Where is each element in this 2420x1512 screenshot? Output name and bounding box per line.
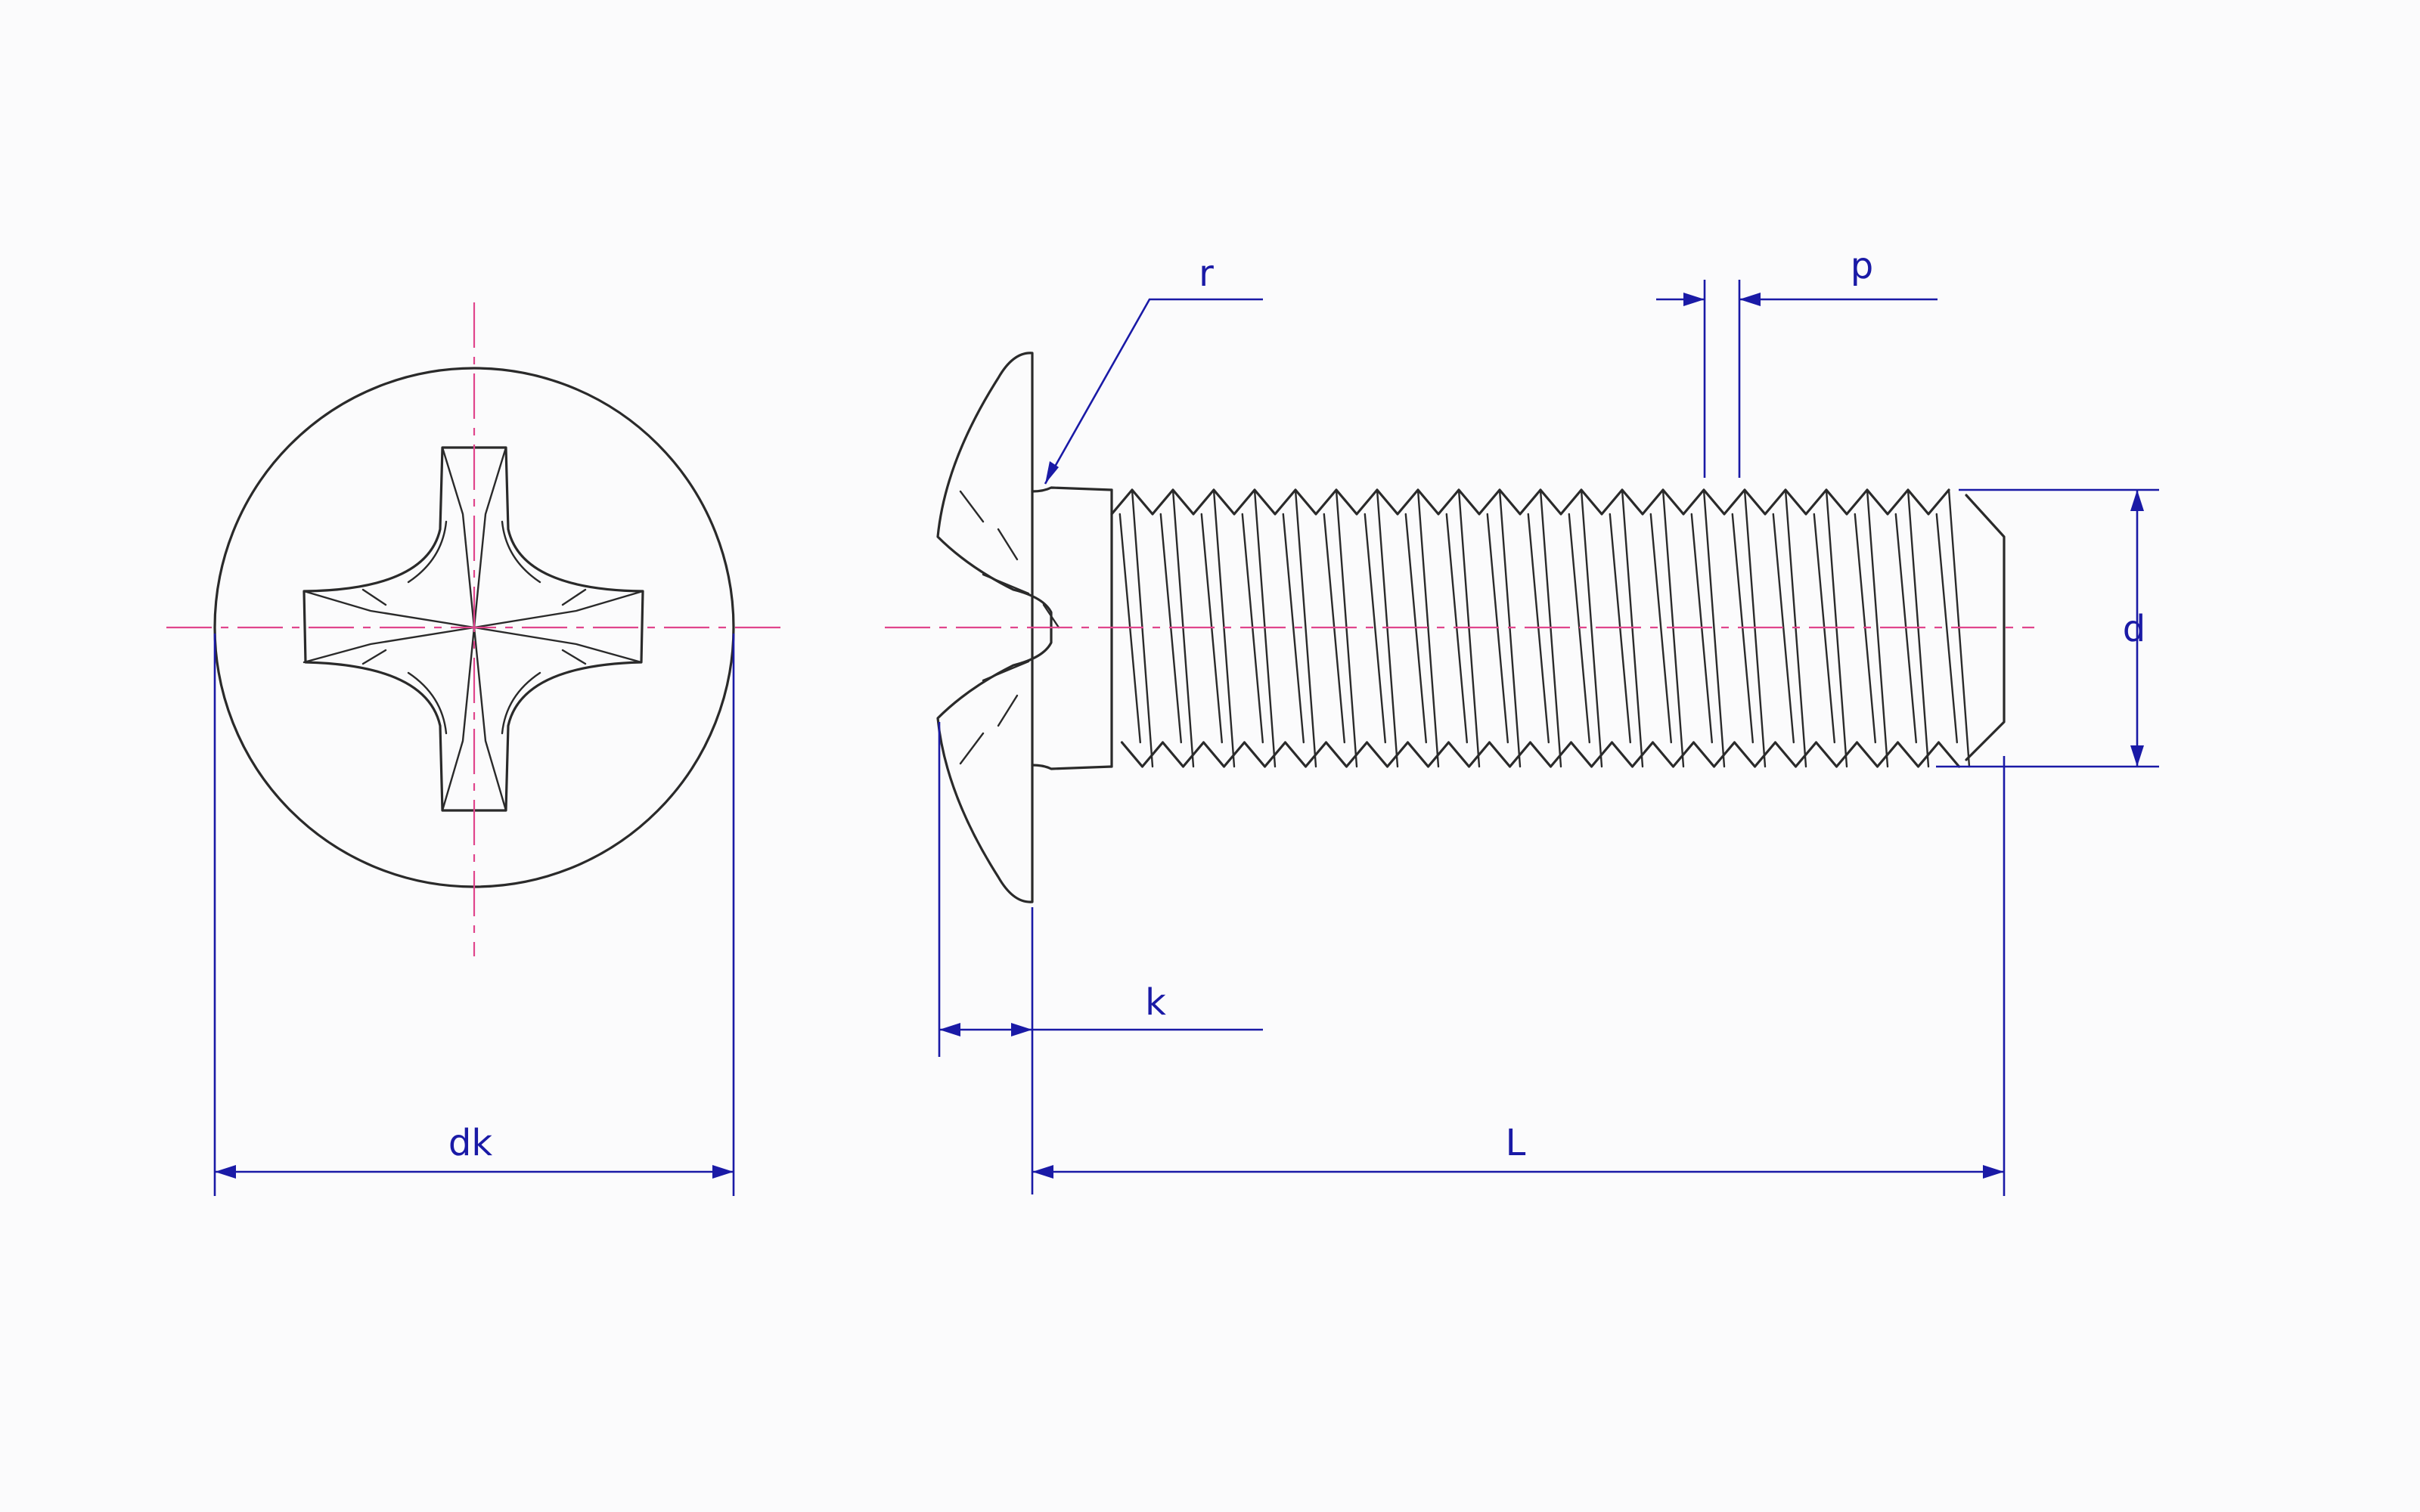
label-k: k (1145, 981, 1166, 1024)
dimension-L: L (1032, 756, 2006, 1196)
dimension-d: d (1936, 488, 2159, 768)
thread-root-line (1935, 513, 1959, 744)
label-p: p (1851, 245, 1873, 287)
thread-line (1702, 488, 1726, 768)
label-r: r (1199, 253, 1214, 295)
dimension-p: p (1656, 245, 1938, 478)
thread-tip-chamfer (1965, 494, 2006, 761)
head-underside-marks (959, 490, 1060, 765)
dimension-k: k (938, 722, 1263, 1194)
thread-line (1866, 488, 1889, 768)
thread-line (1416, 488, 1440, 768)
label-L: L (1506, 1122, 1526, 1164)
dimension-r: r (1044, 253, 1263, 485)
thread-root-line (1772, 513, 1795, 744)
thread-root-line (1364, 513, 1387, 744)
dimension-dk: dk (213, 634, 735, 1196)
thread-top-profile (1110, 488, 1950, 516)
head-top-view (166, 302, 783, 956)
thread-line (1580, 488, 1603, 768)
screw-side-view (885, 352, 2034, 903)
screw-neck (1031, 486, 1113, 770)
thread-bottom-profile (1120, 741, 1961, 768)
recess-inner-lines (302, 446, 644, 812)
dimension-annotations: r p d k (213, 245, 2159, 1196)
thread-root-line (1282, 513, 1305, 744)
label-dk: dk (448, 1122, 492, 1164)
label-d: d (2123, 608, 2145, 650)
thread-root-line (1649, 513, 1673, 744)
thread-line (1294, 488, 1317, 768)
